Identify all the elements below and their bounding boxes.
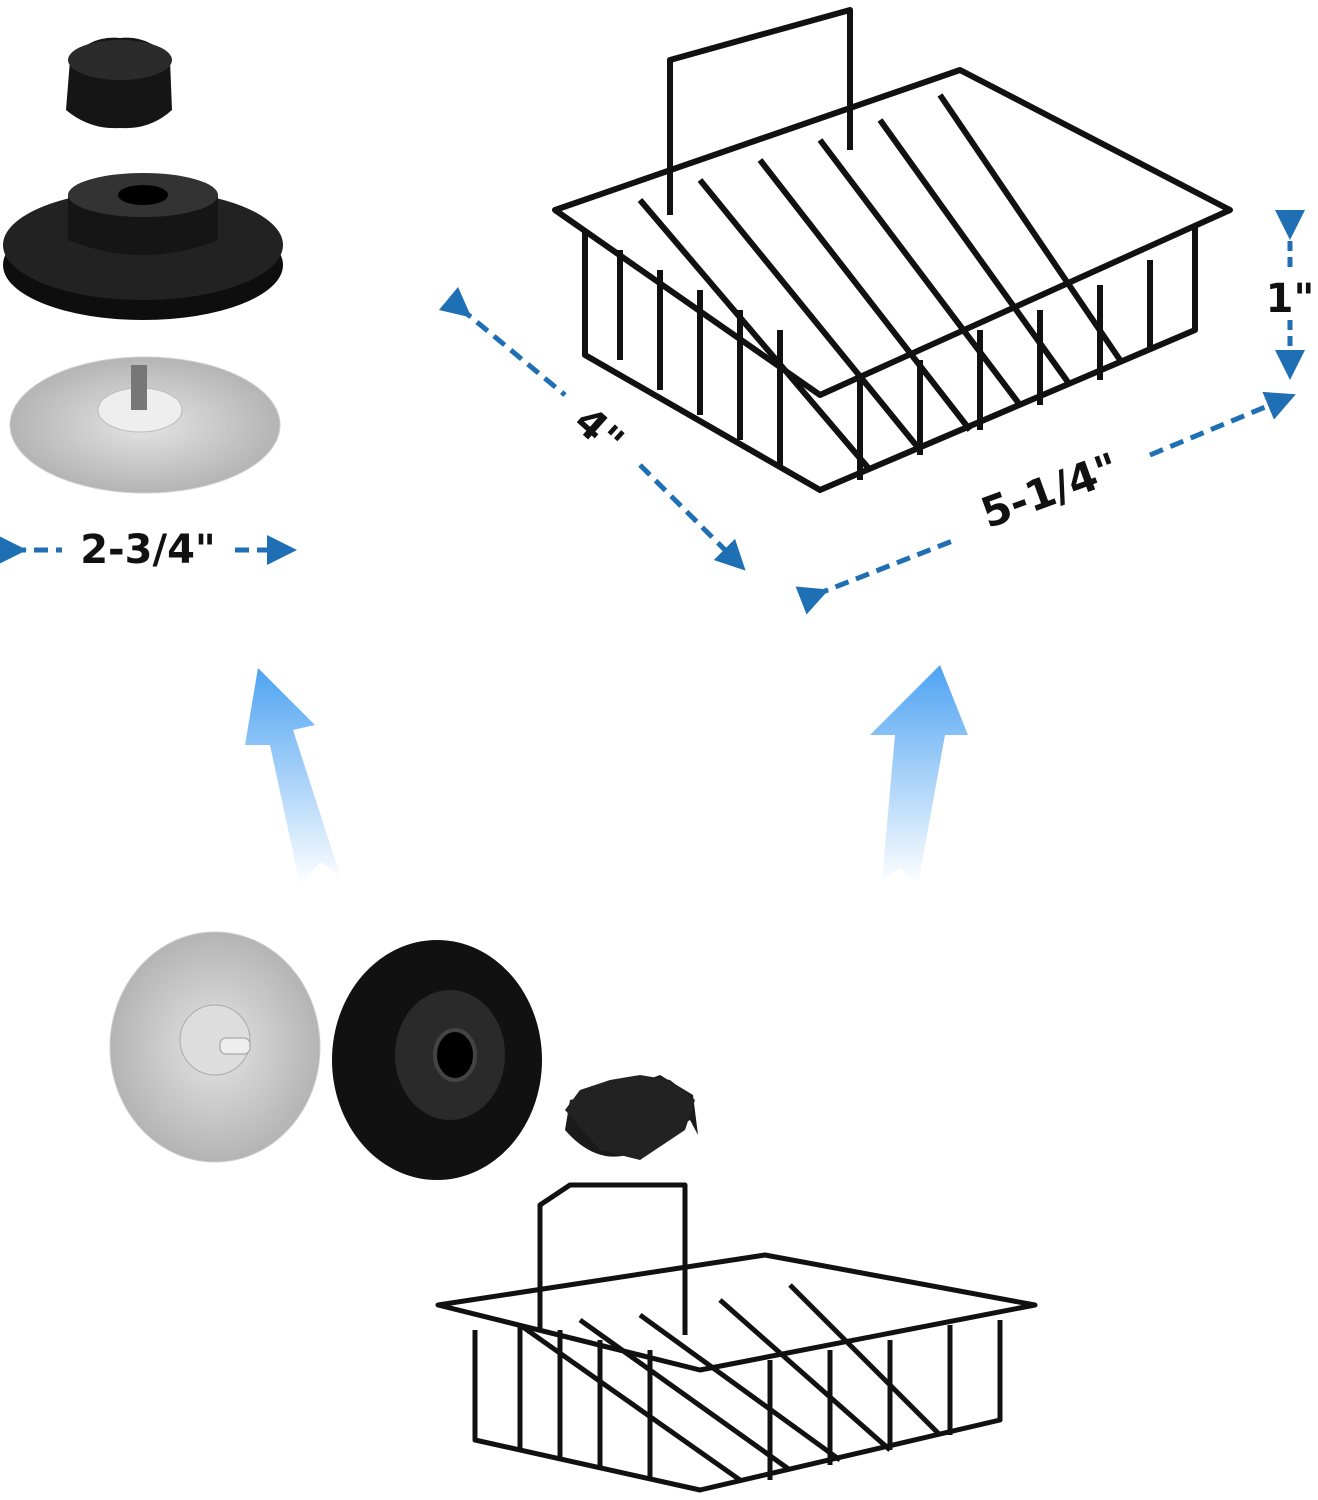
height-dimension: 1"	[1266, 210, 1315, 380]
soap-basket-bottom	[435, 1182, 1038, 1493]
suction-base-top	[3, 173, 283, 320]
suction-disc-bottom	[109, 931, 321, 1163]
height-label: 1"	[1266, 276, 1315, 322]
width-dimension	[795, 391, 1296, 615]
knob-top	[66, 37, 172, 129]
flow-arrow-right	[870, 665, 968, 885]
soap-basket-top	[552, 7, 1233, 493]
knob-bottom	[565, 1075, 698, 1160]
depth-dimension: 4"	[438, 286, 746, 571]
suction-base-bottom	[332, 940, 542, 1180]
diameter-label: 2-3/4"	[80, 527, 216, 573]
flow-arrow-left	[245, 668, 340, 885]
depth-label: 4"	[565, 398, 632, 465]
suction-disc-top	[9, 356, 281, 494]
